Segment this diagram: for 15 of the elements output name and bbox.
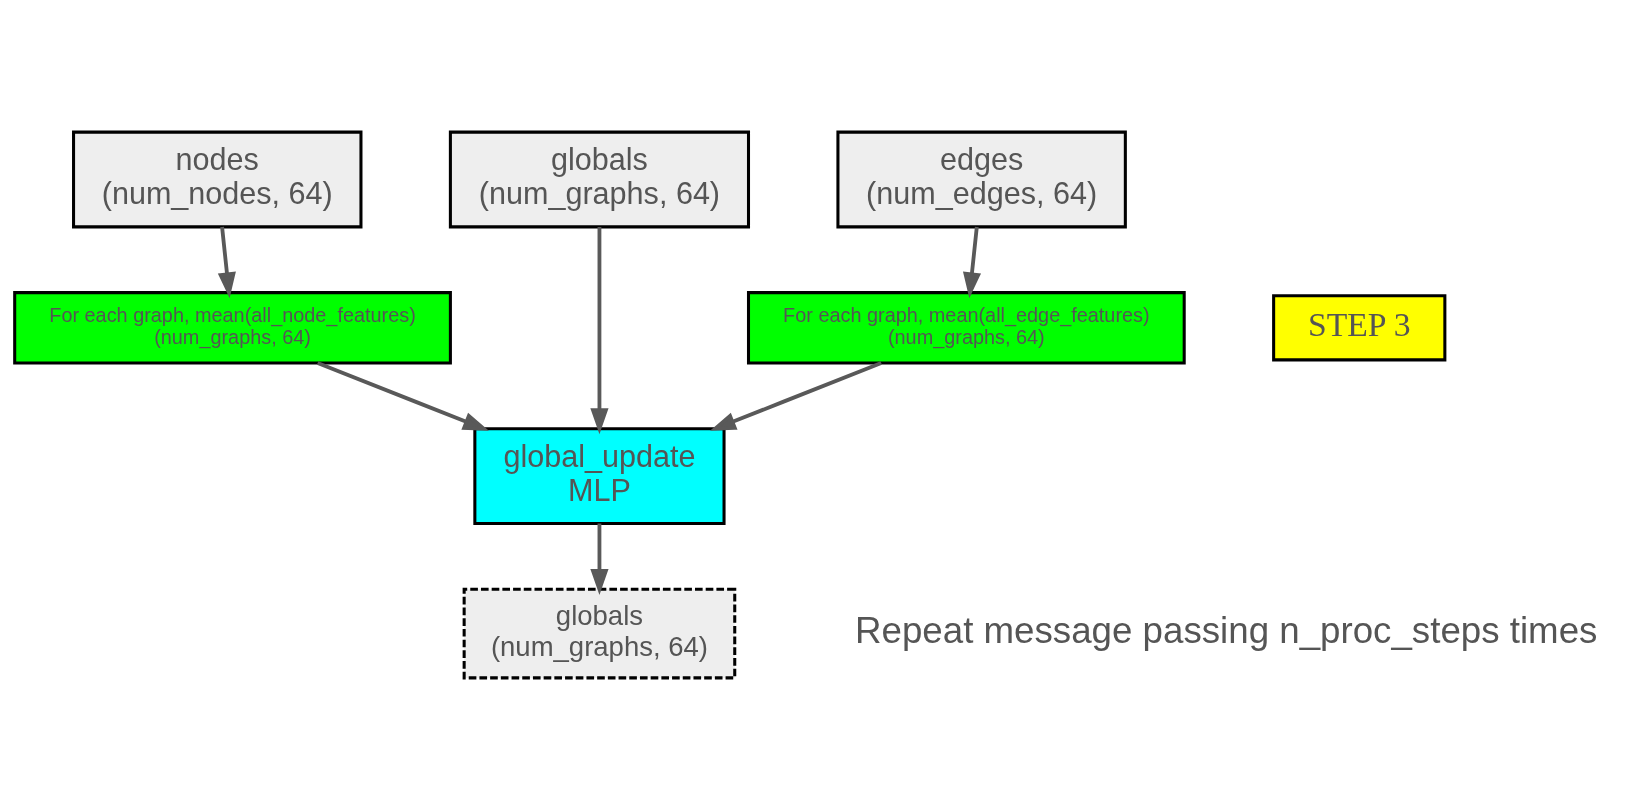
- node-box: STEP 3: [1272, 293, 1447, 361]
- node-box: For each graph, mean(all_node_features) (num_graphs, 64): [13, 290, 452, 364]
- label: Repeat message passing n_proc_steps times: [855, 609, 1598, 651]
- arrow: [217, 226, 236, 298]
- arrow: [590, 226, 609, 434]
- arrow: [962, 226, 982, 298]
- arrow: [709, 360, 882, 431]
- node-box: For each graph, mean(all_edge_features) (num_graphs, 64): [746, 290, 1186, 364]
- node-box: global_update MLP: [473, 426, 726, 525]
- node-box: globals (num_graphs, 64): [462, 587, 737, 679]
- node-box: edges (num_edges, 64): [836, 130, 1127, 228]
- node-box: nodes (num_nodes, 64): [72, 130, 363, 228]
- arrow: [590, 523, 609, 595]
- node-box: globals (num_graphs, 64): [448, 130, 751, 228]
- arrow: [316, 360, 489, 431]
